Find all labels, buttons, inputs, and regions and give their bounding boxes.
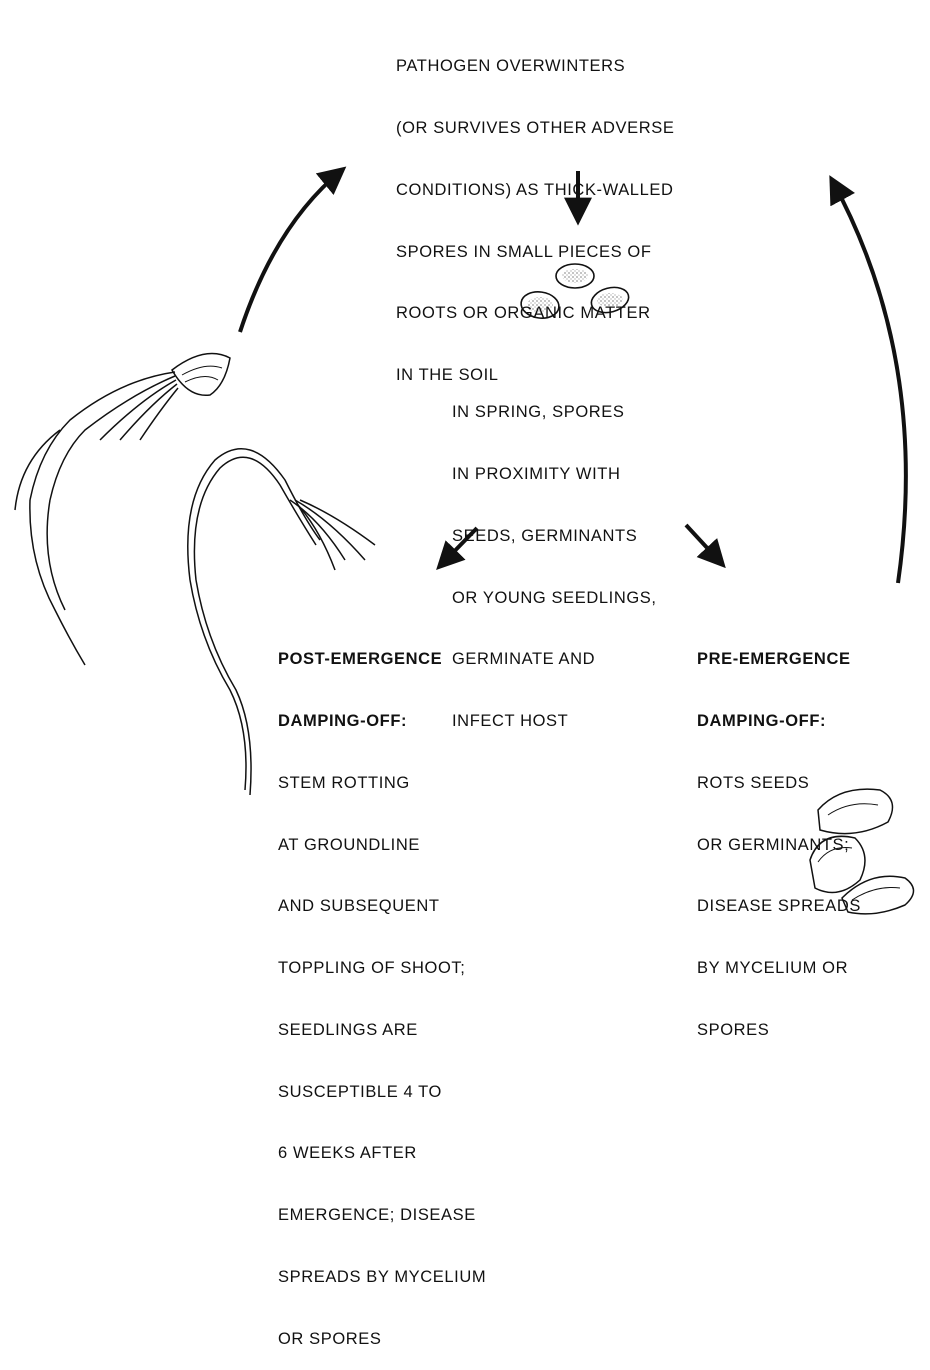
post-emergence-heading: POST-EMERGENCE (278, 649, 486, 670)
spring-line: SEEDS, GERMINANTS (452, 526, 657, 547)
spring-line: IN SPRING, SPORES (452, 402, 657, 423)
pre-emergence-line: BY MYCELIUM OR (697, 958, 861, 979)
post-emergence-line: 6 WEEKS AFTER (278, 1143, 486, 1164)
post-emergence-line: AT GROUNDLINE (278, 835, 486, 856)
cycle-arrow-right (832, 180, 906, 583)
post-emergence-line: SPREADS BY MYCELIUM (278, 1267, 486, 1288)
overwinter-line: CONDITIONS) AS THICK-WALLED (396, 180, 674, 201)
post-emergence-line: TOPPLING OF SHOOT; (278, 958, 486, 979)
cycle-arrow-left (240, 170, 342, 332)
overwinter-line: SPORES IN SMALL PIECES OF (396, 242, 674, 263)
post-emergence-heading: DAMPING-OFF: (278, 711, 486, 732)
post-emergence-line: OR SPORES (278, 1329, 486, 1350)
post-emergence-line: STEM ROTTING (278, 773, 486, 794)
pre-emergence-heading: PRE-EMERGENCE (697, 649, 861, 670)
post-emergence-line: AND SUBSEQUENT (278, 896, 486, 917)
spring-line: OR YOUNG SEEDLINGS, (452, 588, 657, 609)
overwinter-line: PATHOGEN OVERWINTERS (396, 56, 674, 77)
pre-emergence-line: SPORES (697, 1020, 861, 1041)
pre-emergence-line: ROTS SEEDS (697, 773, 861, 794)
overwinter-line: (OR SURVIVES OTHER ADVERSE (396, 118, 674, 139)
spring-line: IN PROXIMITY WITH (452, 464, 657, 485)
overwinter-text: PATHOGEN OVERWINTERS (OR SURVIVES OTHER … (396, 15, 674, 406)
pre-emergence-line: DISEASE SPREADS (697, 896, 861, 917)
pre-emergence-text: PRE-EMERGENCE DAMPING-OFF: ROTS SEEDS OR… (697, 608, 861, 1061)
post-emergence-line: SUSCEPTIBLE 4 TO (278, 1082, 486, 1103)
post-emergence-text: POST-EMERGENCE DAMPING-OFF: STEM ROTTING… (278, 608, 486, 1370)
toppled-seedling-illustration (15, 354, 230, 665)
pre-emergence-heading: DAMPING-OFF: (697, 711, 861, 732)
arrow-to-pre-emergence (686, 525, 722, 564)
post-emergence-line: SEEDLINGS ARE (278, 1020, 486, 1041)
overwinter-line: ROOTS OR ORGANIC MATTER (396, 303, 674, 324)
pre-emergence-line: OR GERMINANTS; (697, 835, 861, 856)
post-emergence-line: EMERGENCE; DISEASE (278, 1205, 486, 1226)
